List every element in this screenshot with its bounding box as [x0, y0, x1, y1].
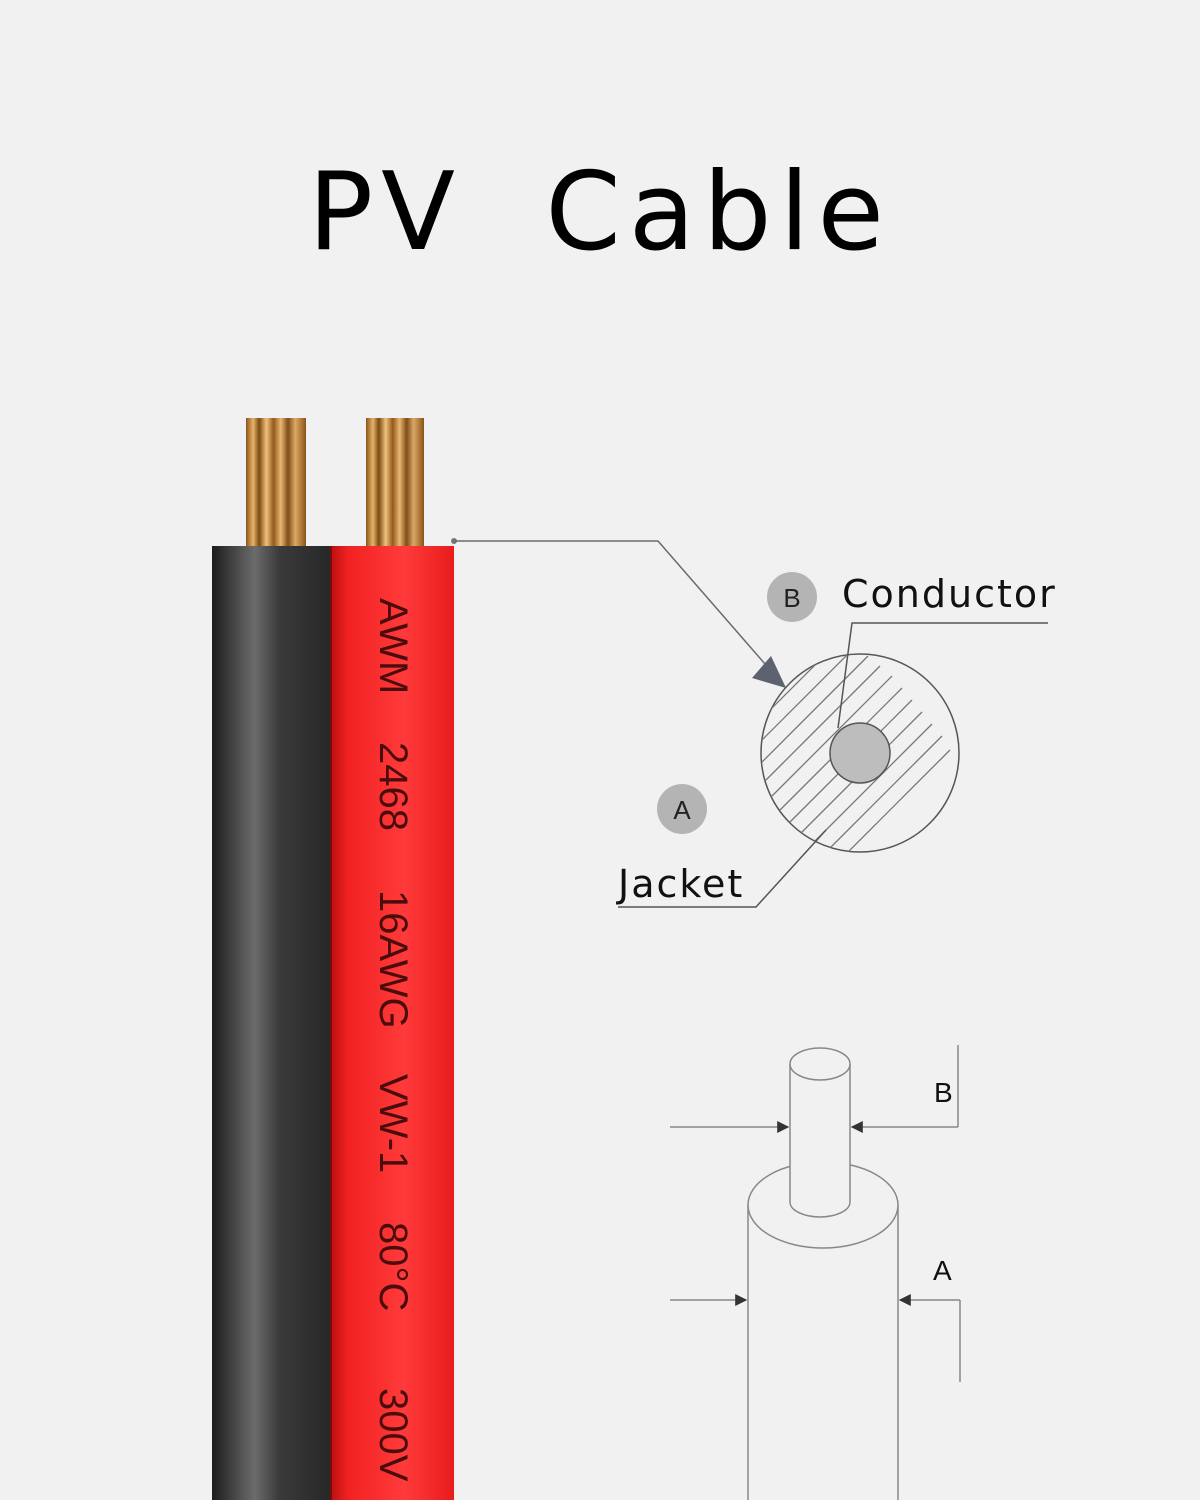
- cable-marking: AWM 2468 16AWG VW-1 80°C 300V: [371, 598, 415, 1482]
- red-wire: [330, 546, 454, 1500]
- dimension-label-a: A: [933, 1255, 952, 1286]
- dimension-diagram: [670, 1045, 961, 1500]
- conductor-label: Conductor: [842, 572, 1057, 616]
- copper-strands-black-wire: [246, 418, 306, 550]
- cable-marking-text: 80°C: [371, 1222, 415, 1311]
- conductor-core: [829, 722, 891, 784]
- jacket-badge: [657, 784, 707, 834]
- cable-marking-text: 300V: [371, 1388, 415, 1482]
- cable-marking-text: VW-1: [371, 1074, 415, 1173]
- cable-illustration: AWM 2468 16AWG VW-1 80°C 300V: [212, 418, 454, 1500]
- cable-marking-text: 2468: [371, 742, 415, 831]
- copper-strands-red-wire: [366, 418, 424, 550]
- jacket-badge-letter: A: [673, 795, 691, 825]
- jacket-label: Jacket: [616, 862, 744, 906]
- black-wire: [212, 546, 334, 1500]
- cross-section: [618, 622, 1048, 908]
- leader-arrow: [752, 656, 786, 688]
- dimension-label-b: B: [934, 1077, 953, 1108]
- conductor-badge: [767, 572, 817, 622]
- conductor-leader-line: [837, 622, 1048, 729]
- jacket-leader-line: [618, 829, 827, 908]
- page-title: PV Cable: [308, 150, 892, 275]
- cable-marking-text: 16AWG: [371, 890, 415, 1029]
- cable-marking-text: AWM: [371, 598, 415, 694]
- conductor-badge-letter: B: [783, 583, 800, 613]
- leader-line: [454, 540, 773, 673]
